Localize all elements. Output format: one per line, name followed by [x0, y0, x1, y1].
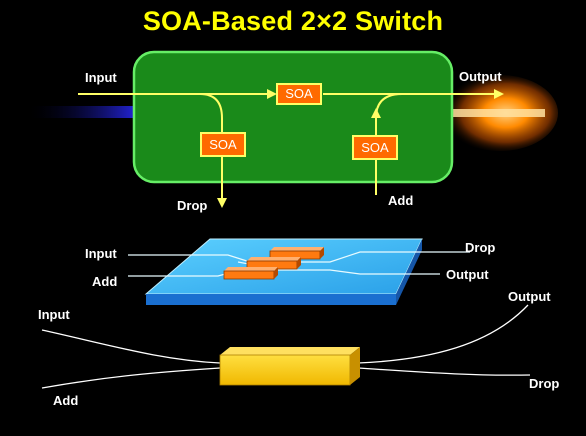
fiber-leads — [41, 304, 531, 389]
fiber-output-label: Output — [508, 289, 551, 304]
input-arrowhead — [267, 89, 277, 99]
module-top-face — [220, 347, 360, 355]
module-side-face — [350, 347, 360, 385]
soa-add-box: SOA — [352, 135, 398, 160]
chip-side-face — [396, 239, 422, 305]
chip-diagram — [128, 238, 470, 305]
top-drop-label: Drop — [177, 198, 208, 213]
chip-add-label: Add — [92, 274, 118, 289]
top-input-label: Input — [85, 70, 117, 85]
output-arrowhead — [494, 89, 504, 99]
switch-box — [132, 50, 454, 184]
drop-branch-line — [199, 93, 223, 200]
soa-through-box: SOA — [276, 83, 322, 105]
fiber-drop-label: Drop — [529, 376, 560, 391]
chip-input-label: Input — [85, 246, 117, 261]
fiber-add-label: Add — [53, 393, 79, 408]
soa-drop-box: SOA — [200, 132, 246, 157]
signal-paths — [78, 93, 495, 200]
page-title: SOA-Based 2×2 Switch — [142, 6, 444, 36]
top-output-label: Output — [459, 69, 502, 84]
chip-soa-bars — [223, 247, 324, 280]
add-arrowhead — [371, 108, 381, 118]
fiber-diagram — [41, 304, 531, 389]
input-glow-beam — [30, 106, 140, 118]
chip-output-label: Output — [446, 267, 489, 282]
fiber-input-label: Input — [38, 307, 70, 322]
chip-drop-label: Drop — [465, 240, 496, 255]
module-front-face — [219, 354, 351, 386]
top-add-label: Add — [388, 193, 414, 208]
chip-front-face — [146, 294, 396, 305]
output-glow-core — [450, 109, 545, 117]
drop-arrowhead — [217, 198, 227, 208]
